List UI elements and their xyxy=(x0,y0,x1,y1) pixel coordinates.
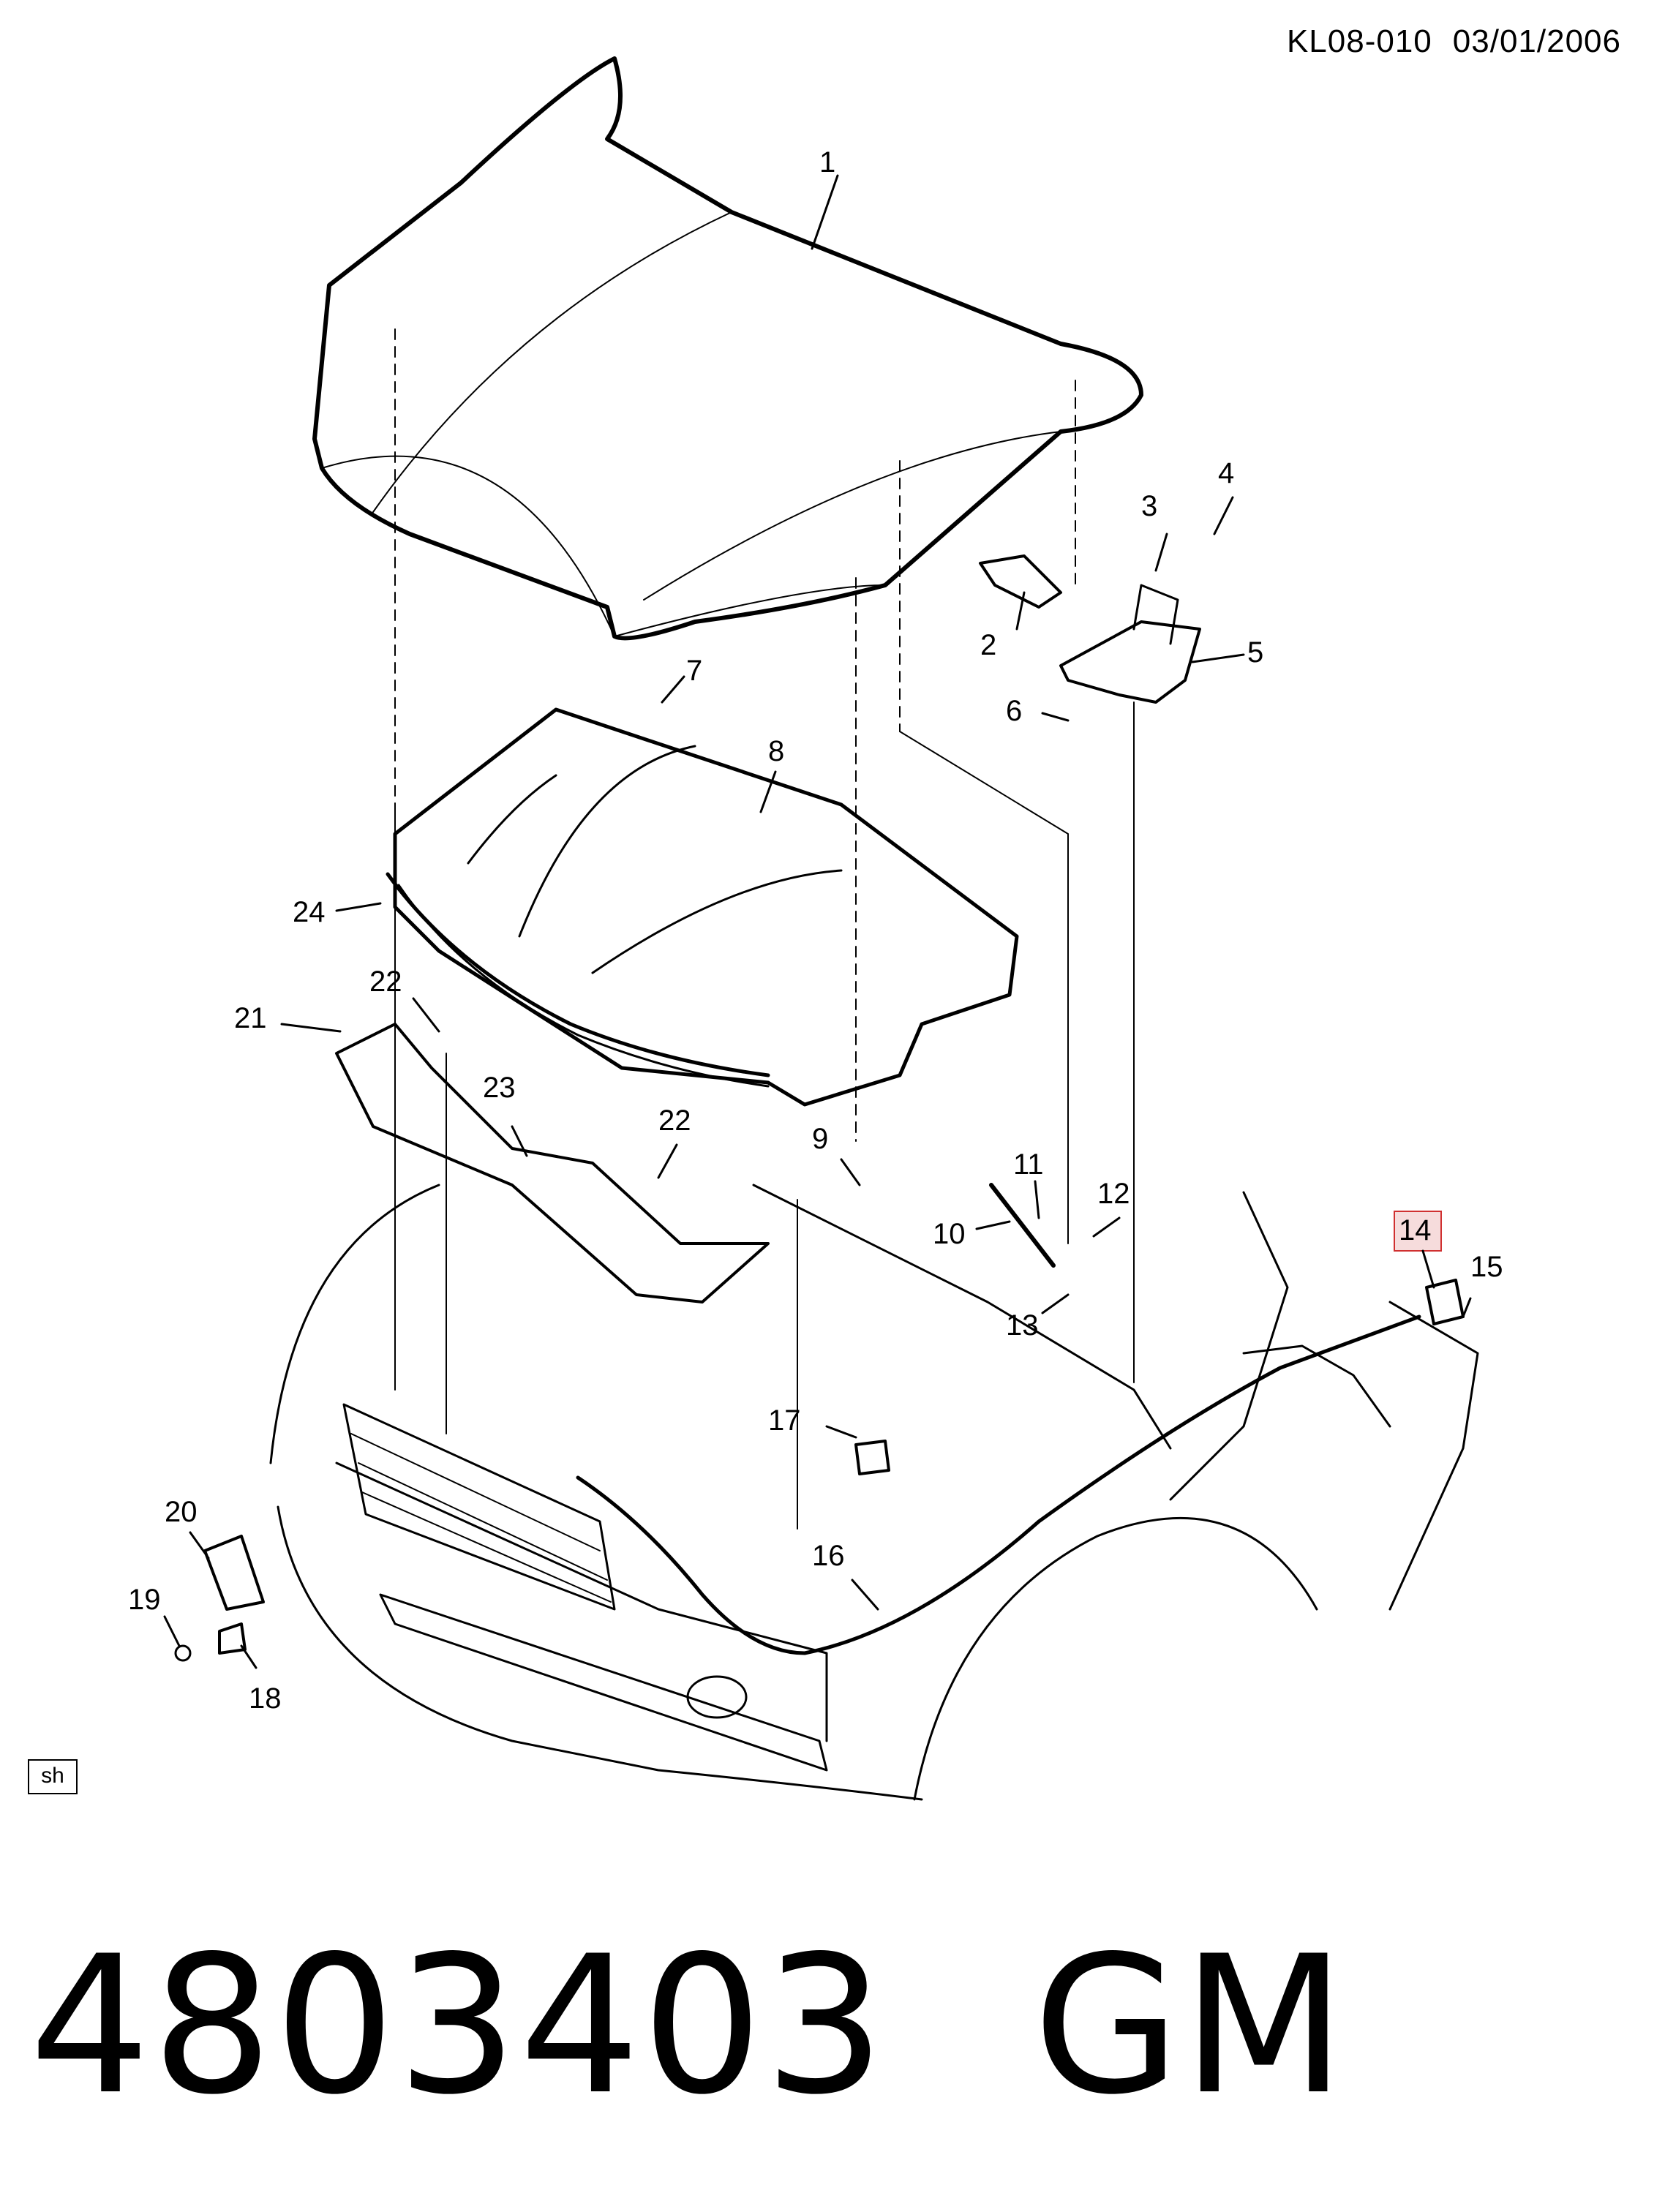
callout-22-a: 22 xyxy=(369,966,402,998)
callout-16: 16 xyxy=(812,1540,845,1572)
callout-14: 14 xyxy=(1399,1214,1432,1246)
callout-18: 18 xyxy=(249,1682,282,1715)
release-cable xyxy=(576,1314,1421,1655)
part-number: 4803403 xyxy=(29,1916,887,2137)
callout-17: 17 xyxy=(768,1404,801,1437)
callout-10: 10 xyxy=(933,1218,966,1250)
diagram-date: 03/01/2006 xyxy=(1452,23,1621,59)
callout-8: 8 xyxy=(768,735,784,767)
hood-insulator-outline xyxy=(393,707,1019,1107)
callout-7: 7 xyxy=(686,655,702,687)
hood-outline xyxy=(312,56,1143,641)
air-deflector xyxy=(335,1023,770,1304)
callout-20: 20 xyxy=(165,1496,198,1528)
view-tag: sh xyxy=(28,1759,78,1794)
callout-5: 5 xyxy=(1247,636,1263,669)
callout-24: 24 xyxy=(293,896,326,928)
callout-11: 11 xyxy=(1013,1148,1044,1181)
callout-23: 23 xyxy=(483,1072,516,1104)
callout-13: 13 xyxy=(1006,1309,1039,1342)
callout-2: 2 xyxy=(980,629,996,661)
callout-19: 19 xyxy=(128,1584,161,1616)
brand-label: GM xyxy=(1032,1916,1348,2137)
ref-code: KL08-010 xyxy=(1286,23,1432,59)
callout-14-highlight xyxy=(1394,1211,1442,1252)
callout-1: 1 xyxy=(819,146,835,178)
callout-22-b: 22 xyxy=(658,1105,691,1137)
hood-strut xyxy=(989,1183,1056,1268)
callout-9: 9 xyxy=(812,1123,828,1155)
callout-15: 15 xyxy=(1470,1251,1503,1283)
callout-3: 3 xyxy=(1141,490,1157,522)
callout-12: 12 xyxy=(1097,1178,1130,1210)
callout-6: 6 xyxy=(1006,695,1022,727)
diagram-header: KL08-010 03/01/2006 xyxy=(1287,23,1621,60)
callout-4: 4 xyxy=(1218,457,1234,489)
callout-21: 21 xyxy=(234,1002,267,1034)
